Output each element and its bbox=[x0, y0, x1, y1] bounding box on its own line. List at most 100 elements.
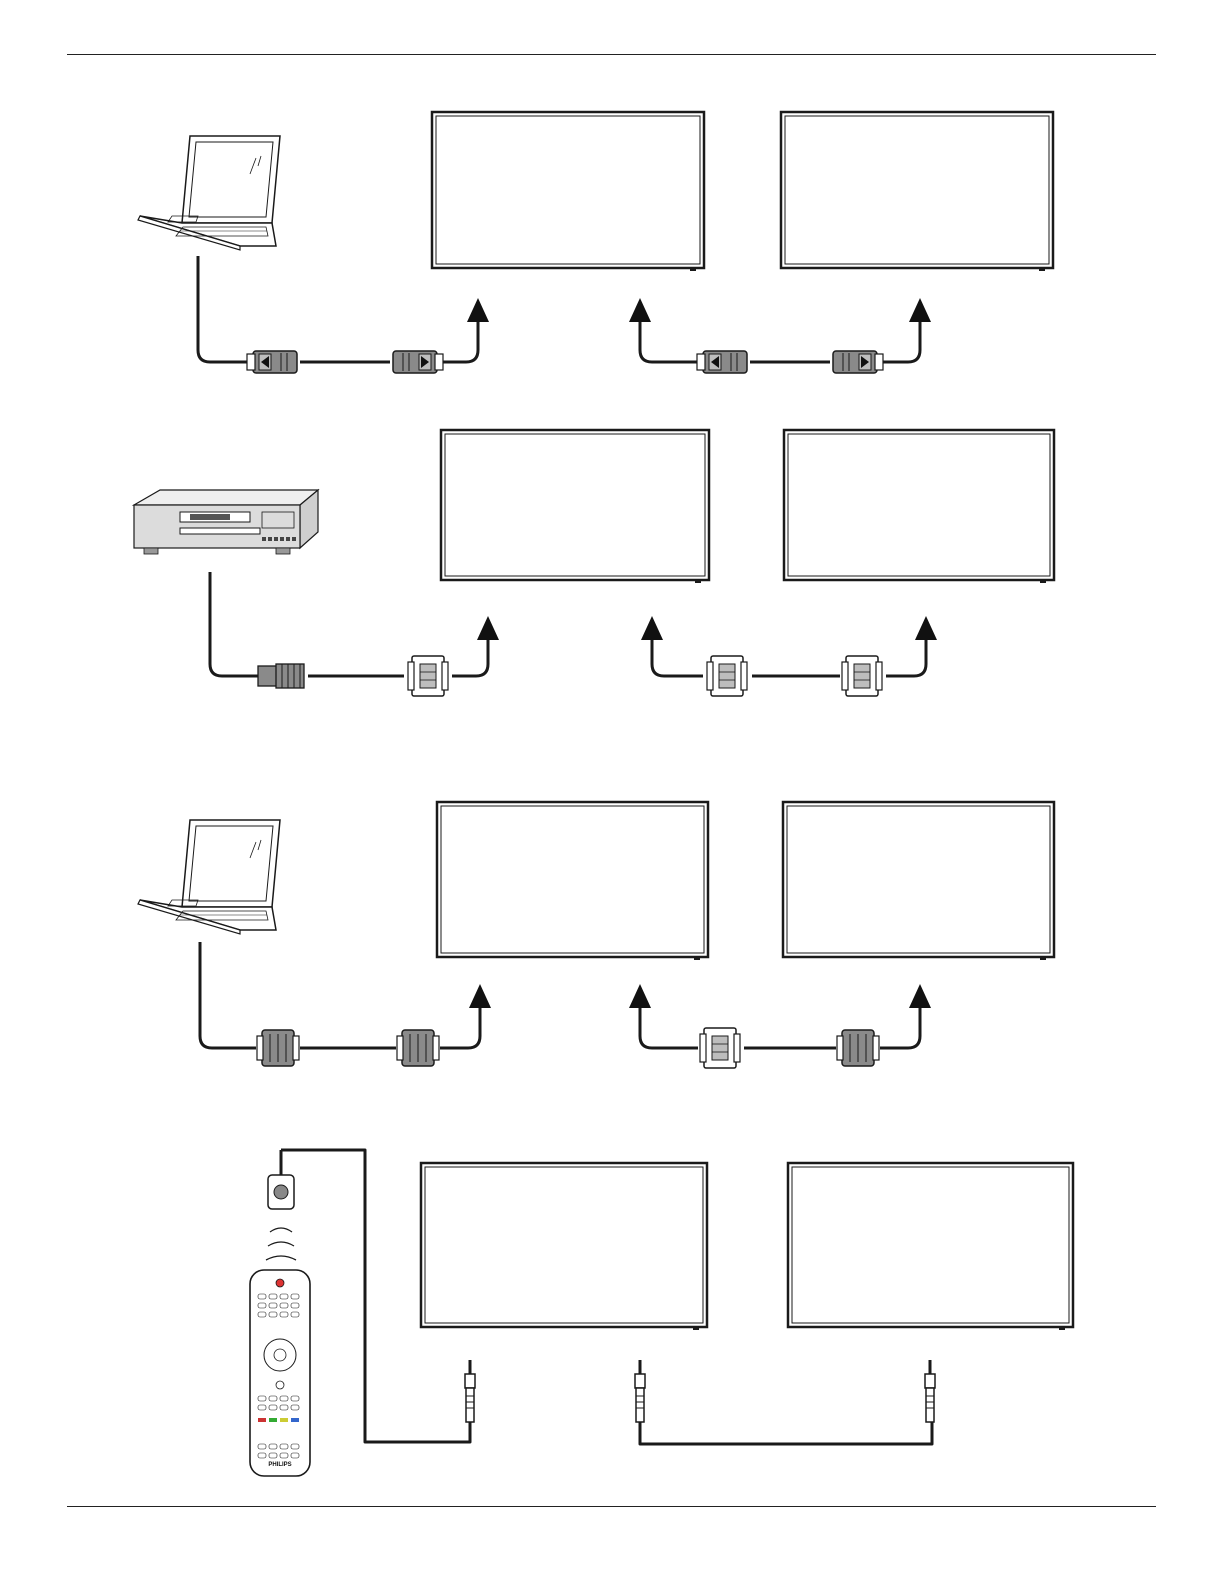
cable-to-display-5 bbox=[440, 1008, 480, 1048]
displayport-connector bbox=[697, 351, 747, 373]
remote-button bbox=[291, 1444, 299, 1449]
display-frame bbox=[783, 802, 1054, 957]
display-foot bbox=[1039, 268, 1045, 271]
remote-button bbox=[258, 1303, 266, 1308]
cable-out-display-5 bbox=[640, 1008, 698, 1048]
remote-button bbox=[280, 1303, 288, 1308]
arrow-up-icon bbox=[909, 298, 931, 322]
remote-button bbox=[258, 1294, 266, 1299]
arrow-up-icon bbox=[915, 616, 937, 640]
ir-signal-wave bbox=[266, 1256, 296, 1260]
vga-connector bbox=[257, 1030, 299, 1066]
display-7 bbox=[421, 1163, 707, 1330]
dvd-button bbox=[274, 537, 278, 541]
display-foot bbox=[690, 268, 696, 271]
remote-button bbox=[280, 1405, 288, 1410]
cable-source-in bbox=[200, 942, 256, 1048]
remote-button bbox=[291, 1294, 299, 1299]
cable-to-display-3 bbox=[452, 640, 488, 676]
display-3 bbox=[441, 430, 709, 583]
cable-to-display-6 bbox=[880, 1008, 920, 1048]
dvd-readout bbox=[190, 514, 230, 520]
cable-to-display-4 bbox=[886, 640, 926, 676]
ir-sensor-icon bbox=[268, 1150, 294, 1209]
dvi-connector bbox=[700, 1028, 740, 1068]
remote-brand: PHILIPS bbox=[268, 1462, 291, 1468]
display-frame bbox=[421, 1163, 707, 1327]
display-frame bbox=[784, 430, 1054, 580]
remote-button bbox=[258, 1396, 266, 1401]
displayport-connector bbox=[833, 351, 883, 373]
cable-out-display-3 bbox=[652, 640, 703, 676]
remote-button bbox=[291, 1405, 299, 1410]
audio-jack-connector bbox=[925, 1360, 935, 1422]
dvd-button bbox=[292, 537, 296, 541]
audio-jack-connector bbox=[465, 1360, 475, 1422]
display-foot bbox=[693, 1327, 699, 1330]
color-button bbox=[291, 1418, 299, 1422]
display-frame bbox=[441, 430, 709, 580]
remote-button bbox=[280, 1396, 288, 1401]
arrow-up-icon bbox=[469, 984, 491, 1008]
ir-signal-wave bbox=[270, 1228, 292, 1232]
color-button bbox=[258, 1418, 266, 1422]
dvd-top bbox=[134, 490, 318, 505]
vga-connector bbox=[397, 1030, 439, 1066]
remote-button bbox=[280, 1453, 288, 1458]
display-foot bbox=[1040, 957, 1046, 960]
displayport-connector bbox=[393, 351, 443, 373]
ir-sensor-eye bbox=[274, 1185, 288, 1199]
display-5 bbox=[437, 802, 708, 960]
arrow-up-icon bbox=[477, 616, 499, 640]
remote-button bbox=[280, 1444, 288, 1449]
dvd-button bbox=[262, 537, 266, 541]
remote-button bbox=[291, 1396, 299, 1401]
ir-signal-wave bbox=[268, 1242, 294, 1246]
remote-button bbox=[280, 1294, 288, 1299]
dvd-button bbox=[268, 537, 272, 541]
dvi-connector bbox=[707, 656, 747, 696]
display-foot bbox=[1059, 1327, 1065, 1330]
laptop-icon bbox=[138, 820, 280, 934]
display-2 bbox=[781, 112, 1053, 271]
power-button-icon bbox=[276, 1279, 284, 1287]
dvd-player-icon bbox=[134, 490, 318, 554]
display-6 bbox=[783, 802, 1054, 960]
ok-button bbox=[274, 1349, 286, 1361]
remote-button bbox=[291, 1453, 299, 1458]
cable-source-in bbox=[210, 572, 258, 676]
dvd-tray bbox=[180, 528, 260, 534]
arrow-up-icon bbox=[629, 984, 651, 1008]
remote-button bbox=[258, 1405, 266, 1410]
dvd-button bbox=[280, 537, 284, 541]
dvd-button bbox=[286, 537, 290, 541]
display-frame bbox=[781, 112, 1053, 268]
arrow-up-icon bbox=[629, 298, 651, 322]
display-frame bbox=[788, 1163, 1073, 1327]
dvd-foot bbox=[276, 548, 290, 554]
dvd-foot bbox=[144, 548, 158, 554]
remote-button bbox=[269, 1303, 277, 1308]
display-frame bbox=[437, 802, 708, 957]
cable-to-display-2 bbox=[880, 322, 920, 362]
dvi-connector bbox=[842, 656, 882, 696]
laptop-icon bbox=[138, 136, 280, 250]
remote-button bbox=[269, 1294, 277, 1299]
remote-button bbox=[280, 1312, 288, 1317]
cable-ir-out bbox=[640, 1422, 932, 1444]
remote-button bbox=[269, 1453, 277, 1458]
remote-button bbox=[258, 1444, 266, 1449]
cable-out-display-1 bbox=[640, 322, 700, 362]
remote-button bbox=[291, 1303, 299, 1308]
remote-button bbox=[269, 1405, 277, 1410]
hdmi-connector bbox=[258, 664, 304, 688]
arrow-up-icon bbox=[641, 616, 663, 640]
arrow-up-icon bbox=[909, 984, 931, 1008]
remote-button bbox=[269, 1444, 277, 1449]
cable-to-display-1 bbox=[440, 322, 478, 362]
vga-connector bbox=[837, 1030, 879, 1066]
arrow-up-icon bbox=[467, 298, 489, 322]
remote-button bbox=[291, 1312, 299, 1317]
remote-button bbox=[269, 1396, 277, 1401]
